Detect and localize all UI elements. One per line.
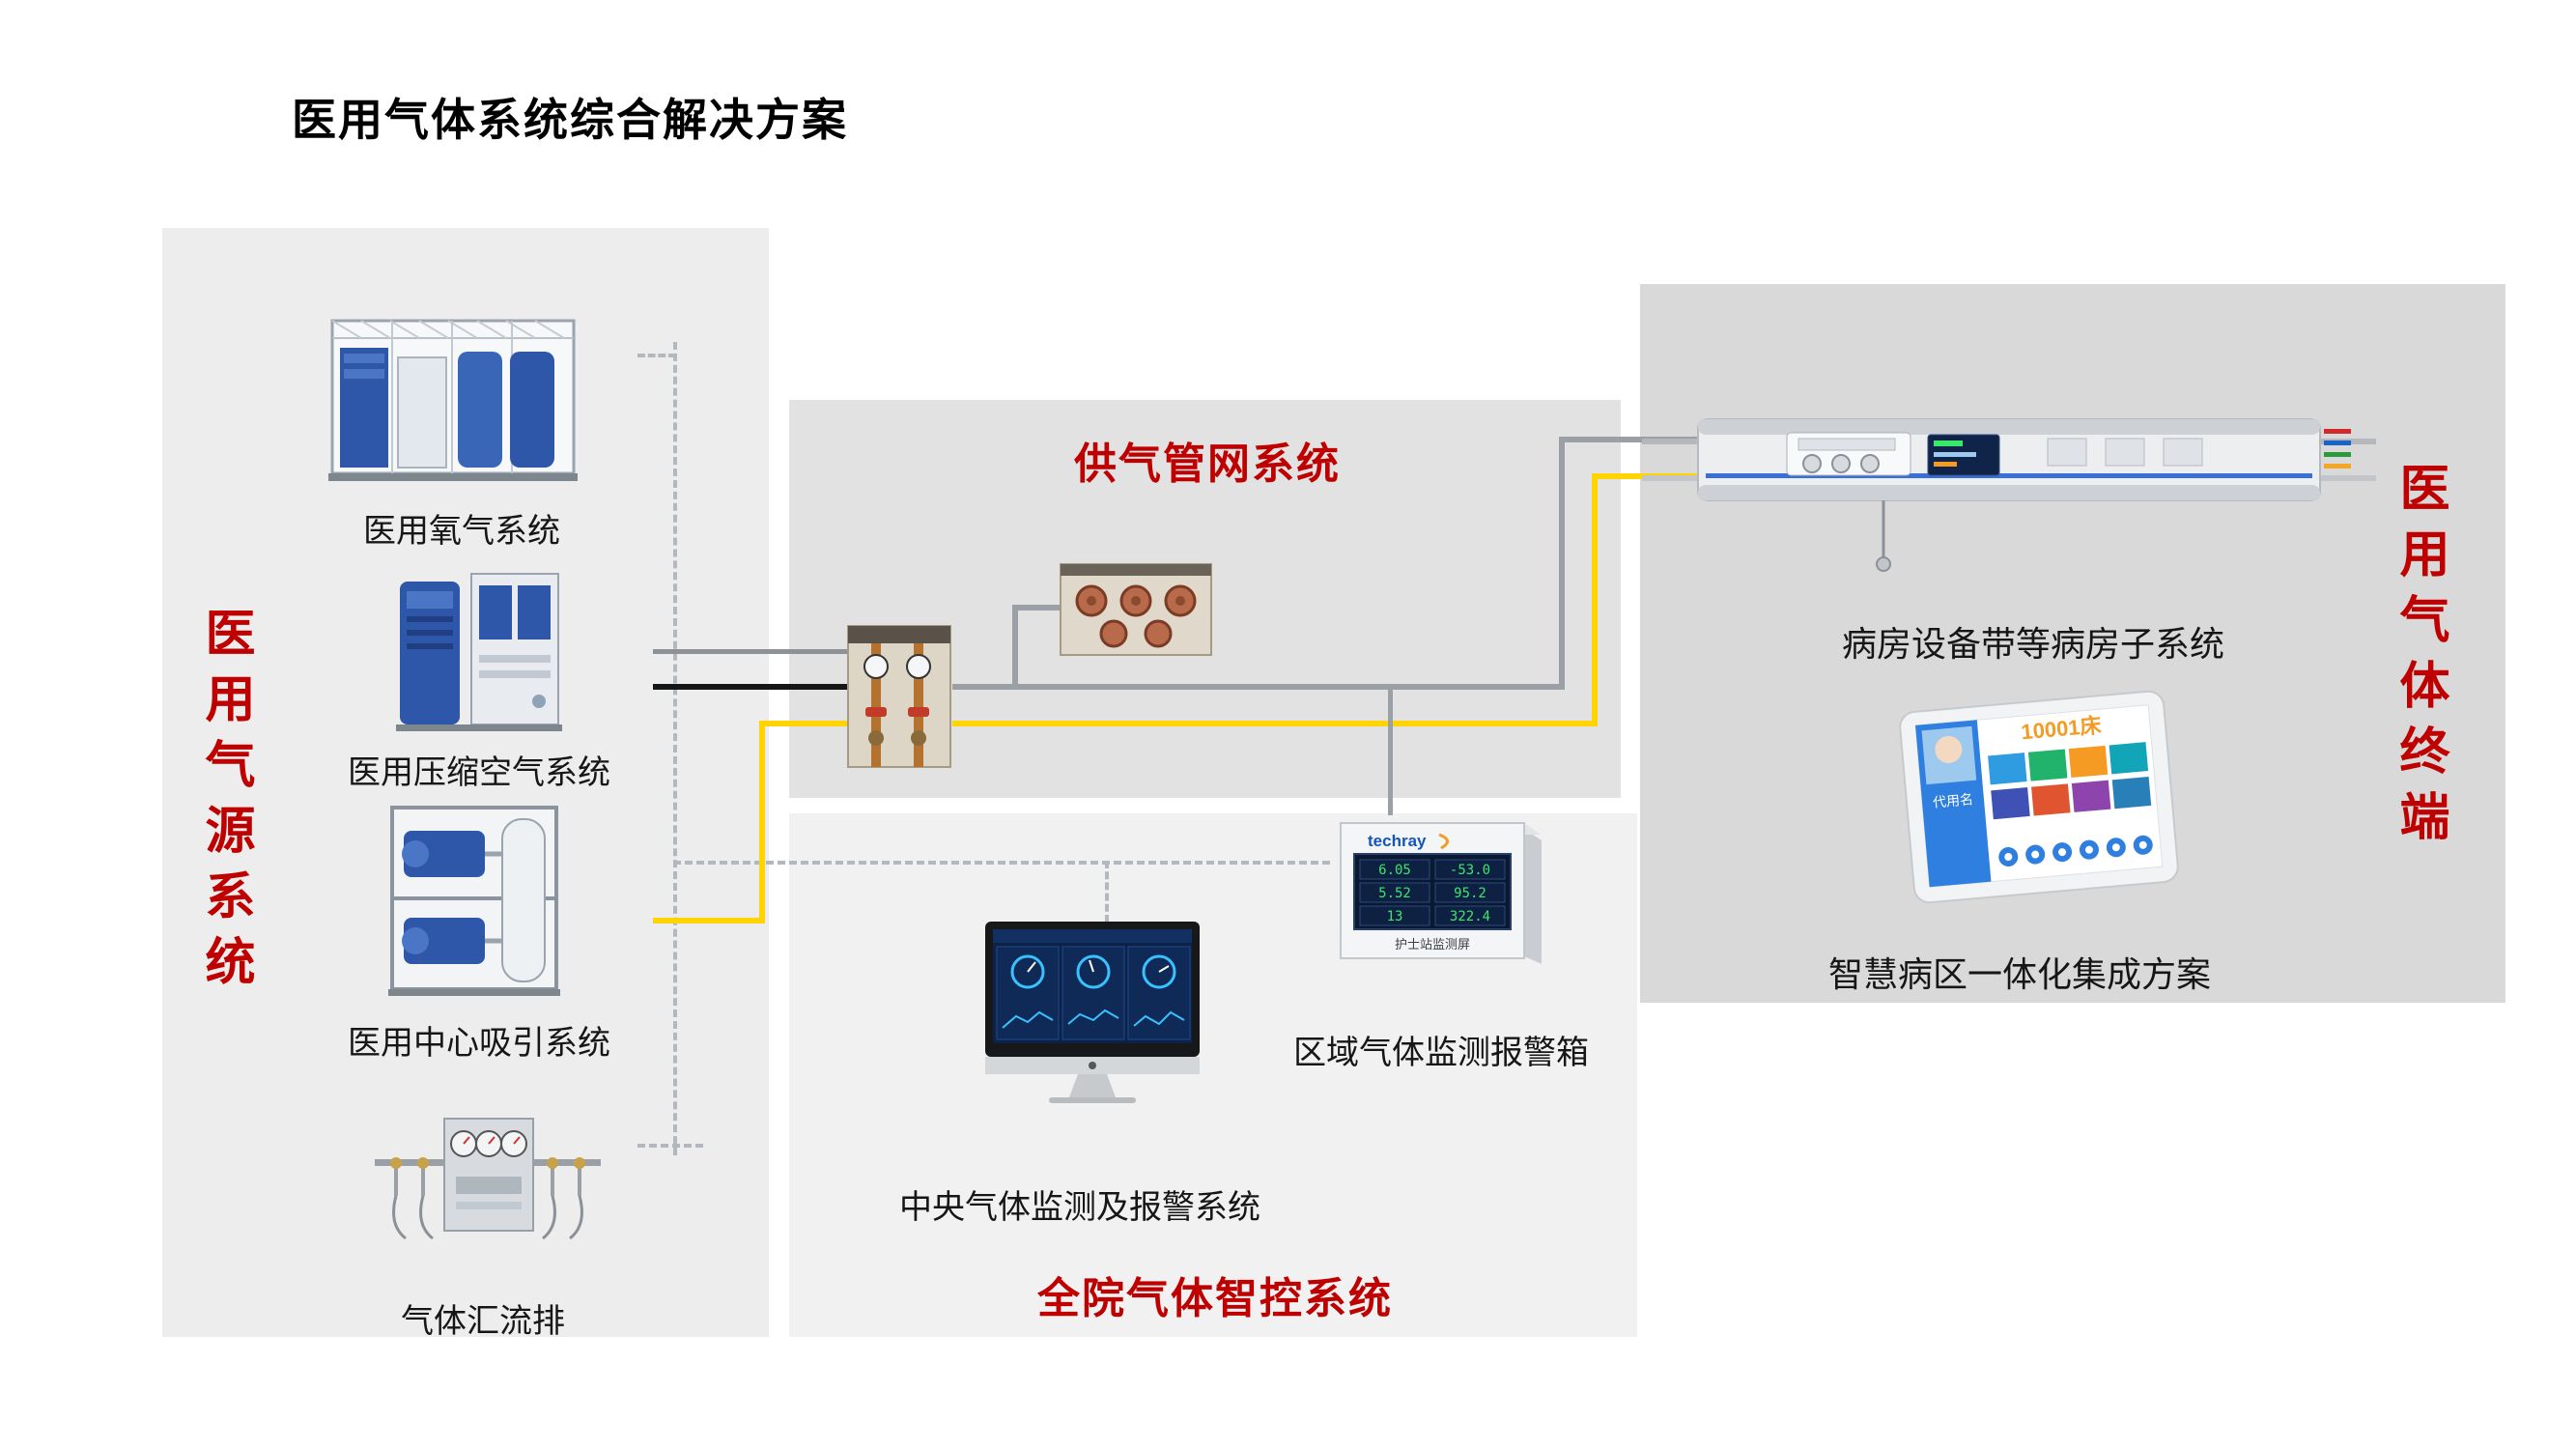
central-suction-system-label: 医用中心吸引系统	[348, 1025, 610, 1062]
bed-head-unit-image	[1642, 418, 2376, 572]
pipe-yellow-suction	[653, 918, 765, 923]
pipe-black-main	[653, 684, 848, 690]
regional-alarm-box-photo: techray 6.05 -53.0 5.52 95.2 13 322.4 护士…	[1325, 811, 1553, 976]
central-monitoring-system-label: 中央气体监测及报警系统	[899, 1189, 1260, 1226]
pipe-yellow-main	[952, 721, 1598, 726]
regional-alarm-box-image: techray 6.05 -53.0 5.52 95.2 13 322.4 护士…	[1340, 822, 1542, 964]
page-title: 医用气体系统综合解决方案	[292, 95, 848, 145]
patient-name: 代用名	[1932, 791, 1973, 810]
area-valve-box-photo	[842, 620, 956, 773]
oxygen-system-image	[328, 319, 578, 481]
signal-dashed-monitor-drop	[1105, 861, 1109, 923]
pipe-gray-valveb-elbow-h	[1012, 605, 1062, 611]
knob-icon	[1802, 454, 1822, 473]
pipe-gray-main	[952, 684, 1565, 690]
signal-dashed-monitoring-line	[673, 861, 1330, 865]
area-valve-box-image	[847, 625, 951, 768]
pipe-gray-valveb-elbow-v	[1012, 605, 1018, 690]
intelligent-control-system-title: 全院气体智控系统	[1037, 1275, 1393, 1322]
smart-ward-solution-label: 智慧病区一体化集成方案	[1827, 954, 2211, 994]
gas-reading: 5.52	[1378, 886, 1411, 901]
alarm-box-caption: 护士站监测屏	[1395, 937, 1470, 952]
gas-reading: 13	[1387, 909, 1403, 924]
gas-reading: 322.4	[1450, 909, 1490, 924]
pipe-gray-alarmbox-drop	[1388, 684, 1393, 815]
gas-reading: 95.2	[1454, 886, 1486, 901]
central-suction-system-photo	[384, 800, 564, 1001]
pipe-yellow-left-riser	[759, 721, 765, 923]
central-monitoring-computer-photo	[979, 920, 1205, 1103]
pipeline-network-title: 供气管网系统	[1074, 440, 1341, 488]
pipeline-valve-unit-image	[1060, 563, 1212, 656]
knob-icon	[1831, 454, 1851, 473]
pipe-yellow-left	[759, 721, 850, 726]
gas-source-system-title: 医用气源系统	[197, 607, 253, 1001]
bed-head-unit-photo	[1642, 377, 2376, 582]
oxygen-system-photo	[326, 296, 580, 495]
gauge-icon	[1062, 946, 1125, 1040]
signal-dashed-manifold-stub	[637, 1144, 703, 1148]
gas-manifold-photo	[375, 1099, 601, 1265]
gas-terminal-title: 医用气体终端	[2392, 462, 2448, 856]
pipe-gray-to-bedunit	[1559, 437, 1721, 442]
gas-reading: -53.0	[1450, 863, 1490, 878]
pipe-gray-left	[653, 649, 848, 654]
pipe-gray-riser	[1559, 437, 1565, 690]
central-monitoring-computer-image	[985, 922, 1200, 1103]
pipe-yellow-riser	[1592, 473, 1598, 726]
ward-subsystem-label: 病房设备带等病房子系统	[1841, 624, 2224, 664]
oxygen-system-label: 医用氧气系统	[363, 513, 560, 550]
gauge-icon	[1127, 946, 1191, 1040]
brand-logo: techray	[1368, 832, 1427, 850]
central-suction-system-image	[388, 806, 560, 996]
gas-reading: 6.05	[1378, 863, 1411, 878]
signal-dashed-oxygen-stub	[637, 354, 676, 357]
smart-ward-tablet-photo: 代用名 10001床	[1895, 686, 2184, 908]
gas-manifold-label: 气体汇流排	[401, 1303, 565, 1340]
gas-manifold-image	[375, 1118, 601, 1240]
gas-outlet	[2047, 438, 2087, 467]
brand-swoosh-icon	[1438, 833, 1449, 850]
signal-dashed-trunk-line	[673, 342, 677, 1155]
regional-alarm-box-label: 区域气体监测报警箱	[1293, 1035, 1589, 1071]
knob-icon	[1860, 454, 1880, 473]
compressed-air-system-photo	[392, 560, 566, 740]
compressed-air-system-image	[396, 573, 562, 731]
compressed-air-system-label: 医用压缩空气系统	[348, 754, 610, 791]
smart-ward-tablet-image: 代用名 10001床	[1899, 690, 2179, 904]
gas-outlet	[2105, 438, 2145, 467]
gas-outlet	[2163, 438, 2203, 467]
pipeline-valve-unit-photo	[1057, 554, 1215, 663]
gauge-icon	[996, 946, 1060, 1040]
